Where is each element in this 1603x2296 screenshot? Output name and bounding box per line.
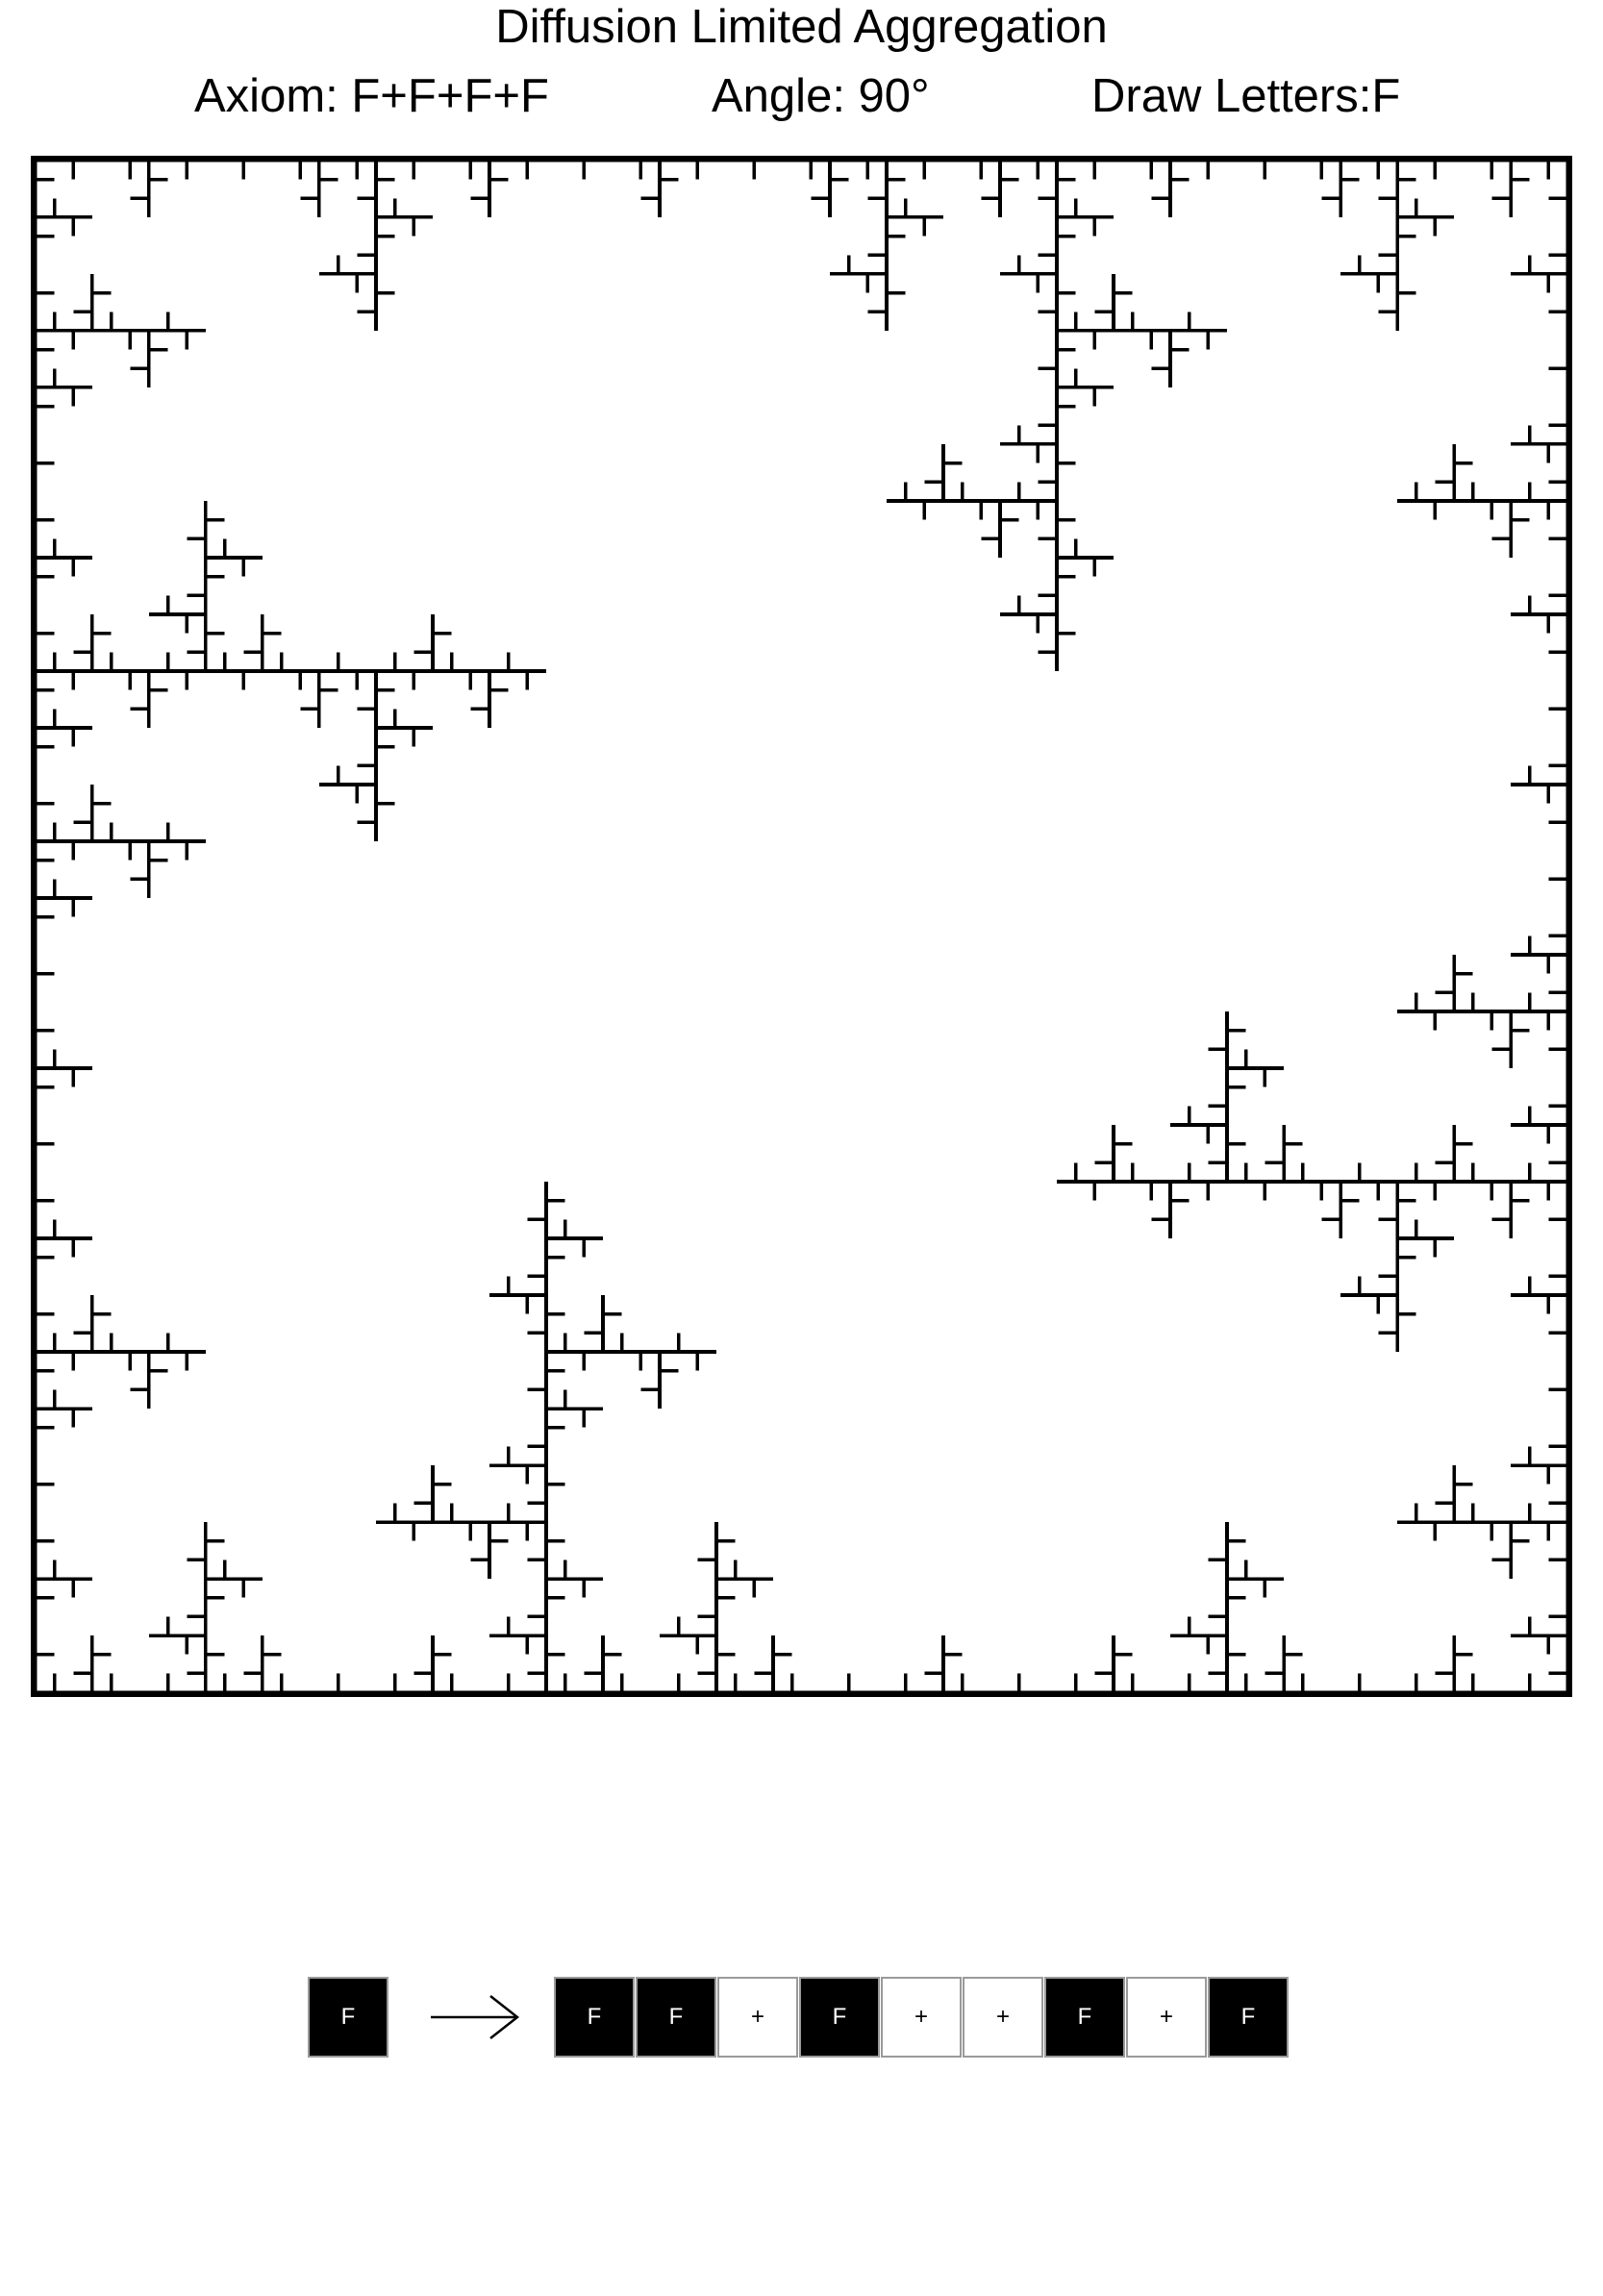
- page-title: Diffusion Limited Aggregation: [495, 1, 1108, 53]
- arrow-right-icon: [431, 1995, 520, 2039]
- rule-successor-cell: F: [636, 1977, 716, 2058]
- rule-successor-cell: F: [1208, 1977, 1289, 2058]
- draw-letters-label: Draw Letters:F: [1091, 70, 1401, 122]
- rule-successor-cell: +: [717, 1977, 798, 2058]
- fractal-drawing: [34, 159, 1569, 1694]
- rule-successor-cell: +: [881, 1977, 962, 2058]
- fractal-path: [34, 159, 1569, 1694]
- rule-successor-cell: +: [1126, 1977, 1207, 2058]
- axiom-label: Axiom: F+F+F+F: [194, 70, 549, 122]
- angle-label: Angle: 90°: [712, 70, 930, 122]
- rule-successor-cell: F: [554, 1977, 635, 2058]
- rule-predecessor-cell: F: [308, 1977, 388, 2058]
- rule-successor-cell: +: [963, 1977, 1043, 2058]
- rule-successor-cell: F: [799, 1977, 880, 2058]
- rule-successor-cell: F: [1044, 1977, 1125, 2058]
- fractal-canvas: [31, 156, 1572, 1697]
